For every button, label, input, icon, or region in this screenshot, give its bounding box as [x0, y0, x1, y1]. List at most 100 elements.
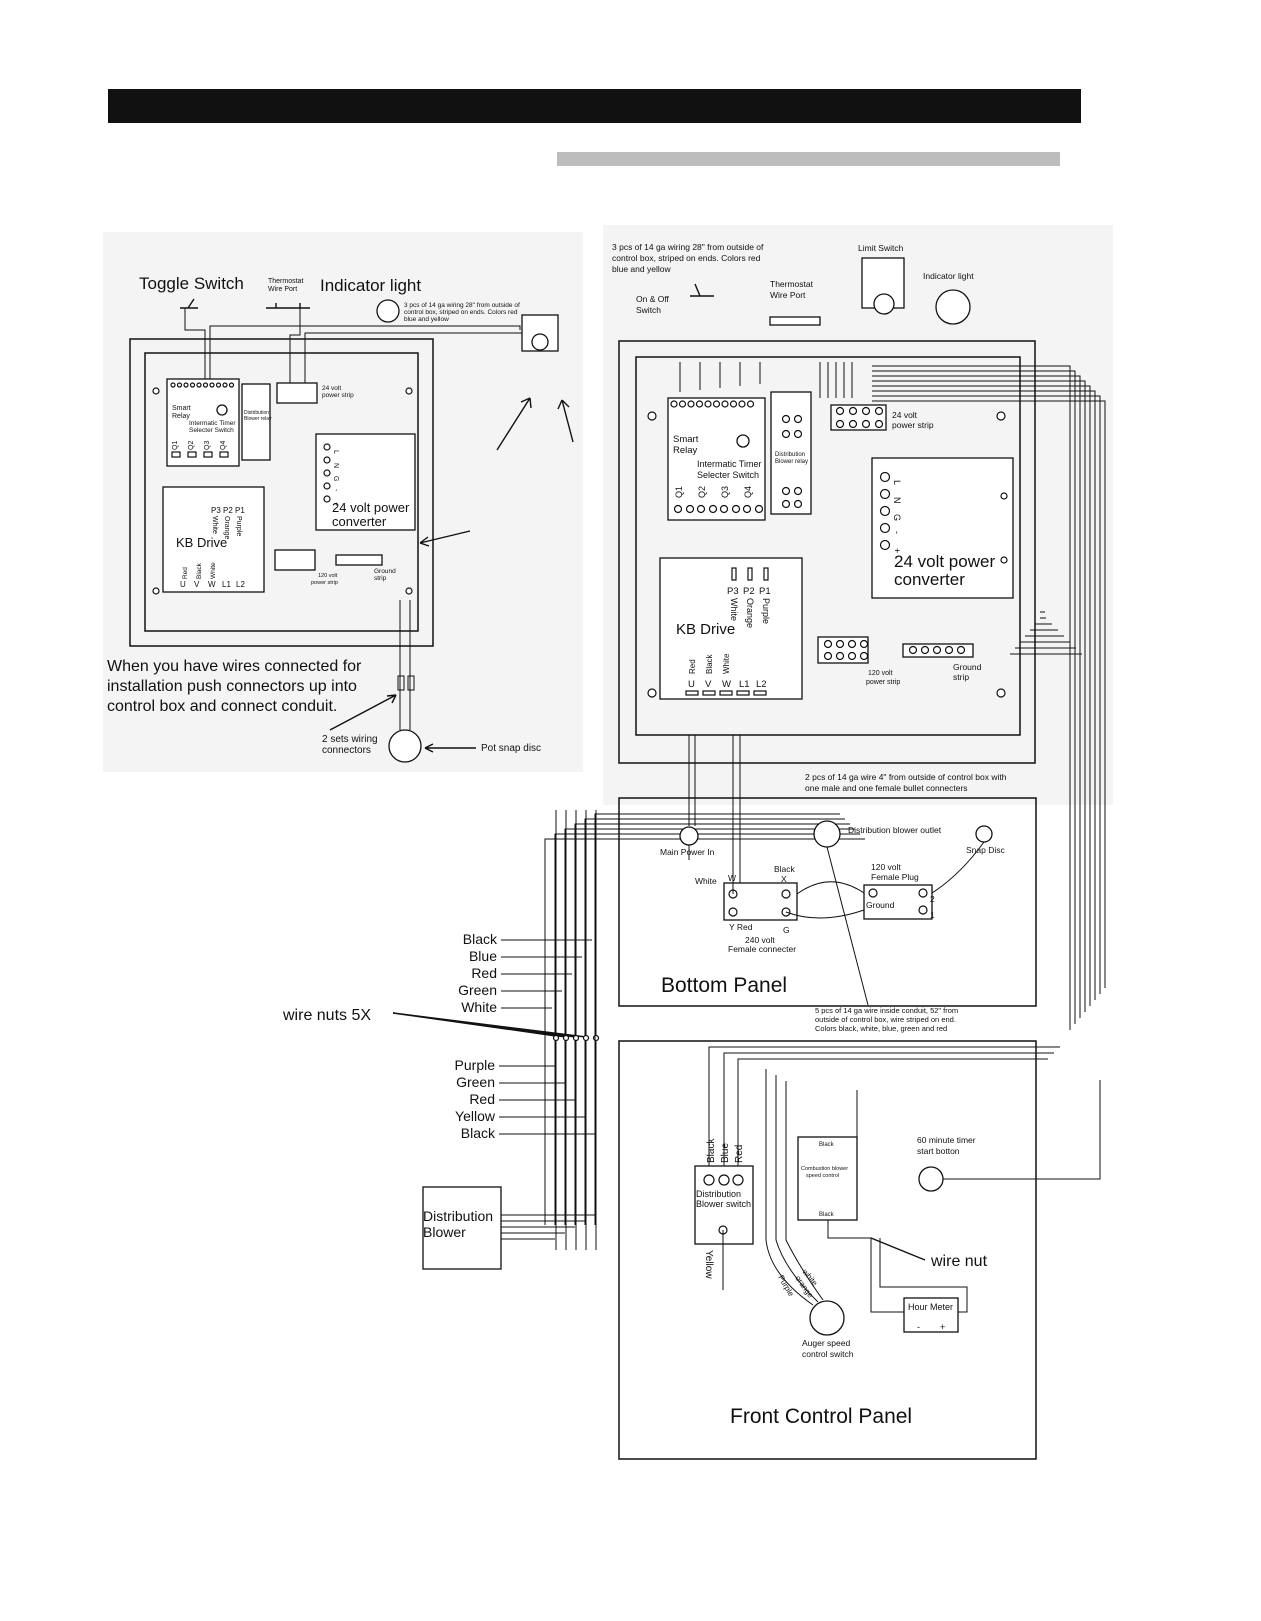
left-relay-terminal: [176, 382, 183, 388]
left-wiring-note-3: blue and yellow: [404, 316, 449, 323]
auger-wire-purple: Purple: [776, 1274, 796, 1299]
right-ground-terminal: [956, 645, 966, 655]
conduit-note-2: outside of control box, wire striped on …: [815, 1015, 956, 1024]
right-dist-terminal: [781, 429, 791, 439]
left-converter-label-1: 24 volt power: [332, 500, 410, 515]
right-thermostat-label-2: Wire Port: [770, 290, 806, 300]
hour-meter-minus: -: [917, 1322, 920, 1332]
left-relay-terminal: [196, 382, 202, 388]
left-24v-strip-label: 24 volt: [322, 385, 341, 392]
left-relay-terminal: [209, 382, 215, 388]
left-p-label: P3: [211, 506, 221, 515]
left-uv-label: V: [194, 580, 200, 589]
connector-g-label: G: [783, 925, 790, 935]
left-uv-label: L2: [236, 580, 245, 589]
left-kb-drive-label: KB Drive: [176, 535, 227, 550]
left-120v-label: 120 volt: [318, 573, 338, 579]
left-relay-terminal: [228, 382, 235, 388]
left-converter-terminal-label: +: [332, 502, 339, 506]
arrow-4: [329, 694, 397, 731]
right-indicator-label: Indicator light: [923, 271, 974, 281]
right-distribution-relay: [770, 391, 812, 515]
right-24v-terminal: [861, 419, 871, 429]
left-relay-terminal: [189, 382, 196, 388]
right-q-terminal: [708, 504, 718, 514]
right-p-label: P1: [759, 586, 771, 597]
hour-meter-wires: [827, 1220, 968, 1313]
right-dist-terminal: [781, 414, 791, 424]
left-uv-label: U: [180, 580, 186, 589]
connector-yred-label: Y Red: [729, 922, 753, 932]
distribution-blower-label-2: Blower: [423, 1224, 466, 1240]
main-power-label: Main Power In: [660, 847, 715, 857]
front-panel-title: Front Control Panel: [730, 1405, 912, 1428]
connector-240-label-2: Female connecter: [728, 944, 796, 954]
right-timer-label-2: Selecter Switch: [697, 470, 759, 480]
left-q-terminal: [171, 451, 181, 458]
right-converter-terminal-label: G: [892, 514, 902, 521]
right-wiring-note-3: blue and yellow: [612, 264, 671, 274]
bottom-note-1: 2 pcs of 14 ga wire 4" from outside of c…: [805, 772, 1007, 782]
right-120v-label: 120 volt: [868, 670, 893, 677]
right-uv-label: V: [705, 679, 712, 690]
left-relay-terminal: [222, 382, 228, 388]
hour-meter-plus: +: [940, 1322, 945, 1332]
right-dist-terminal: [781, 486, 791, 496]
left-converter-terminal: [323, 456, 331, 464]
right-onoff-label: On & Off: [636, 294, 670, 304]
right-p-color: Orange: [745, 598, 755, 628]
wire-nut-lower-color: Red: [469, 1091, 495, 1107]
left-instruction-3: control box and connect conduit.: [107, 698, 337, 715]
wire-bundle-path: [544, 362, 1106, 1225]
converter-screw: [1000, 492, 1008, 500]
right-p-terminal: [747, 567, 753, 581]
wire-nut-icon: [552, 1034, 560, 1042]
right-relay-terminal: [721, 400, 729, 408]
right-24v-label: 24 volt: [892, 410, 918, 420]
right-24v-terms: [835, 406, 884, 429]
right-24v-terminal: [835, 406, 845, 416]
left-relay-terminal: [170, 382, 176, 388]
wire-nut-lower-color: Green: [456, 1074, 495, 1090]
bottom-panel: 2 pcs of 14 ga wire 4" from outside of c…: [618, 760, 1037, 1033]
left-wire: [184, 308, 522, 385]
wire-nut-lower-color: Yellow: [455, 1108, 496, 1124]
right-smart-relay-label: Smart: [673, 434, 699, 445]
left-smart-relay-label: Smart: [172, 405, 191, 412]
left-120v-label-2: power strip: [311, 580, 338, 586]
right-p-terminal: [763, 567, 769, 581]
right-ground-label-2: strip: [953, 672, 969, 682]
right-uv-label: W: [722, 679, 731, 690]
thermostat-port-icon: [266, 303, 310, 309]
pot-snap-disc-icon: [388, 729, 422, 763]
right-24v-terminal: [874, 419, 884, 429]
right-relay-terminal: [670, 400, 678, 408]
blower-switch-label-2: Blower switch: [696, 1199, 751, 1209]
plug-terminal: [868, 888, 878, 898]
left-converter-terminal-label: -: [332, 489, 339, 492]
left-p-color: Orange: [223, 516, 230, 539]
distribution-blower-label-1: Distribution: [423, 1208, 493, 1224]
arrow-2: [557, 399, 574, 443]
left-q-label: Q2: [188, 441, 195, 450]
left-converter-terminal-label: N: [332, 463, 339, 468]
main-power-icon: [679, 826, 699, 846]
thermostat-port-label-2: Wire Port: [268, 286, 297, 293]
blower-switch-label-1: Distribution: [696, 1189, 741, 1199]
left-p-color: Purple: [235, 516, 242, 536]
mount-hole: [647, 411, 657, 421]
right-kb-drive-label: KB Drive: [676, 621, 735, 638]
left-wiring-note-1: 3 pcs of 14 ga wiring 28" from outside o…: [404, 302, 520, 309]
left-distribution-relay: [241, 383, 271, 461]
combustion-top-label: Black: [819, 1142, 835, 1148]
wire-nut-upper-color: White: [461, 999, 497, 1015]
right-onoff-switch-icon: [690, 283, 714, 297]
right-24v-label-2: power strip: [892, 420, 934, 430]
connector-x-label: X: [781, 874, 787, 884]
auger-label-1: Auger speed: [802, 1338, 850, 1348]
right-onoff-label-2: Switch: [636, 305, 661, 315]
